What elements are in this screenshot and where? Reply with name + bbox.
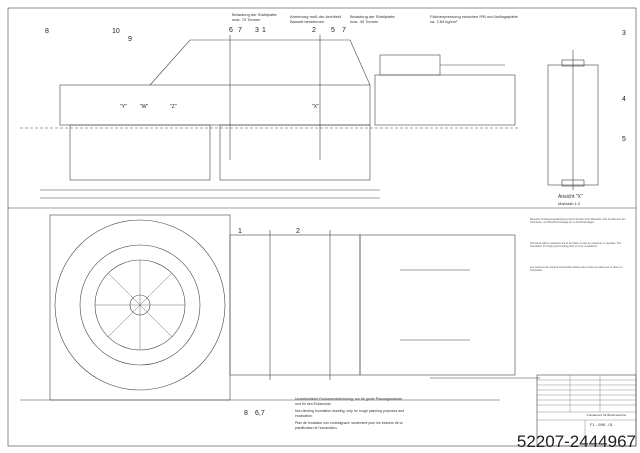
callout: 1 xyxy=(238,228,242,235)
title-block-title: Fundament für Breitmaschine xyxy=(587,413,627,417)
note-load-70: Belastung der Stahlplatte max. 70 Tonnen xyxy=(232,12,277,22)
callout: 1 xyxy=(262,27,266,34)
callout: 7 xyxy=(238,27,242,34)
note-pressure: Flächenpressung zwischen IPB und Auflage… xyxy=(430,14,518,24)
callout: 5 xyxy=(622,136,626,143)
note-load-40: Belastung der Stahlplatte max. 40 Tonnen xyxy=(350,14,395,24)
title-block-drawing-no: F1 - 998 - 01 xyxy=(590,422,613,427)
section-label: "W" xyxy=(140,104,149,110)
callout: 10 xyxy=(112,28,120,35)
section-label: "Y" xyxy=(120,104,127,110)
elevation-foundation xyxy=(59,84,371,126)
side-note-de: Bauseits Schwingungsdämpfung durch Kunde… xyxy=(530,218,626,225)
callout: 7 xyxy=(342,27,346,34)
callout: 6 xyxy=(229,27,233,34)
section-label: "X" xyxy=(312,104,319,110)
sheet-border xyxy=(7,7,637,447)
callout: 5 xyxy=(331,27,335,34)
note-fr: Plan de fondation non contraignant; seul… xyxy=(295,421,403,430)
callout: 9 xyxy=(128,36,132,43)
side-note-fr: Les mesures de sécurité structurelle doi… xyxy=(530,266,623,273)
callout: 8 xyxy=(244,410,248,417)
note-en: Non-binding foundation drawing; only for… xyxy=(295,409,405,418)
callout: 6,7 xyxy=(255,410,265,417)
view-title: Ansicht "X" xyxy=(558,194,583,200)
callout: 8 xyxy=(45,28,49,35)
view-scale: Maßstab 1:2 xyxy=(558,201,581,206)
callout: 2 xyxy=(296,228,300,235)
section-label: "Z" xyxy=(170,104,177,110)
watermark-id: 52207-2444967 xyxy=(516,432,636,451)
callout: 4 xyxy=(622,96,626,103)
callout: 2 xyxy=(312,27,316,34)
note-de: Unverbindliche Fundamentzeichnung; nur f… xyxy=(295,397,403,406)
callout: 3 xyxy=(255,27,259,34)
callout: 3 xyxy=(622,30,626,37)
side-note-en: Structural safety measures are to be tak… xyxy=(530,242,622,249)
note-reinforcement: Armierung muß der Architekt Bauseit best… xyxy=(290,14,341,24)
